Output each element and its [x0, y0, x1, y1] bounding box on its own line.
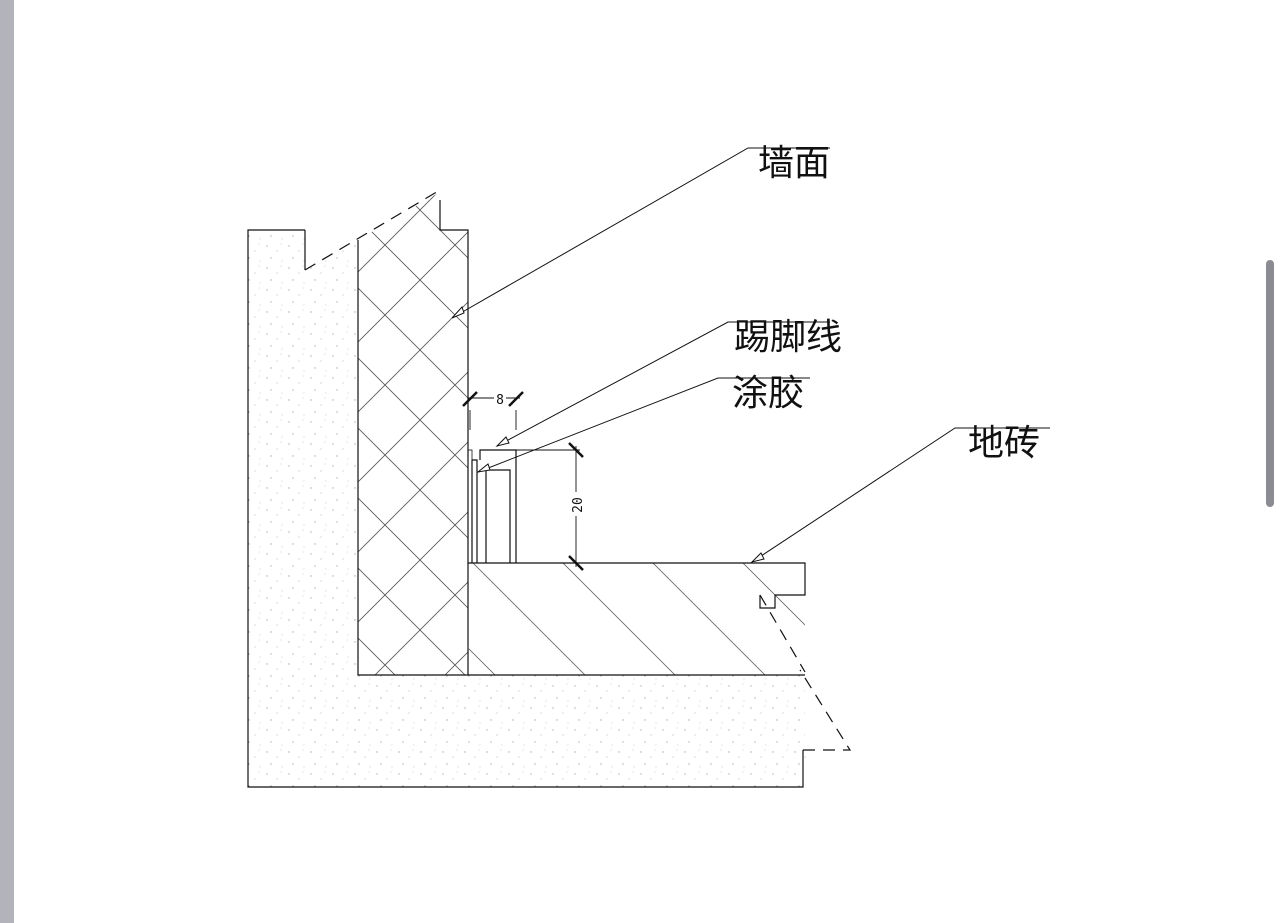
dimension-gap: 8	[462, 391, 524, 430]
label-adhesive: 涂胶	[732, 373, 804, 414]
leader-lines	[451, 147, 1050, 563]
concrete-base	[247, 189, 852, 788]
window-left-border	[0, 0, 14, 923]
floor-tile-layer	[468, 562, 806, 676]
label-wall-surface: 墙面	[758, 143, 830, 184]
wall-body	[357, 192, 469, 676]
dimension-height: 20	[516, 442, 586, 571]
vertical-scrollbar[interactable]	[1266, 260, 1274, 507]
skirting-profile	[467, 449, 517, 564]
dimension-height-value: 20	[571, 497, 586, 513]
dimension-gap-value: 8	[496, 393, 504, 408]
label-floor-tile: 地砖	[968, 423, 1040, 464]
label-skirting-line: 踢脚线	[734, 317, 842, 358]
